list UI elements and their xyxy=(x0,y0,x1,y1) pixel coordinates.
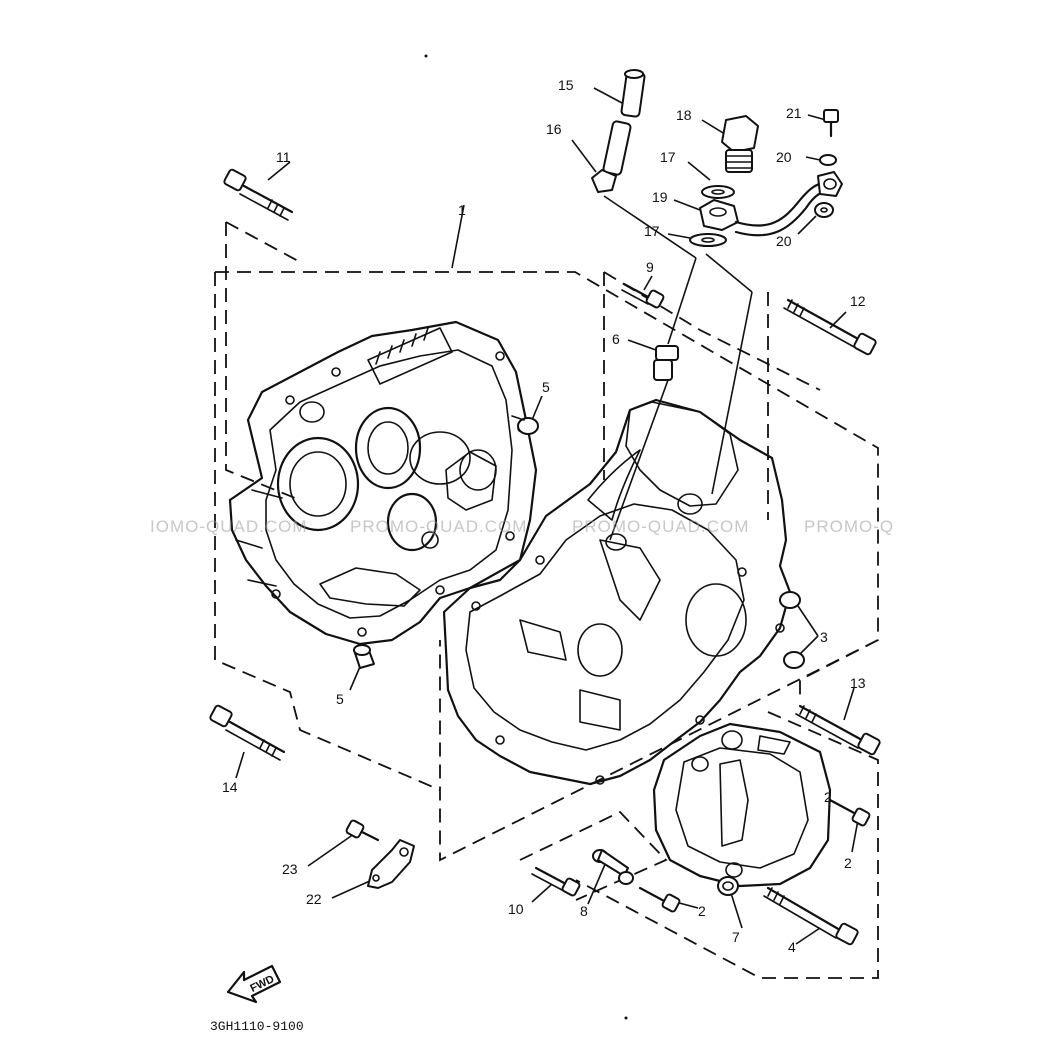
callout-9: 9 xyxy=(646,259,654,275)
bolt-2-upper xyxy=(828,798,871,827)
bolt-23 xyxy=(345,819,380,842)
dowel-5-lower xyxy=(353,644,375,669)
fitting-6 xyxy=(653,345,679,381)
bolt-9 xyxy=(621,282,665,309)
right-crankcase-half xyxy=(442,398,792,786)
callout-17b: 17 xyxy=(644,223,660,239)
pipe-16 xyxy=(591,120,632,193)
stray-dot-bottom xyxy=(624,1016,628,1020)
callout-17a: 17 xyxy=(660,149,676,165)
washer-20-lower xyxy=(814,202,834,218)
assembly-dashed-boundary xyxy=(214,221,879,979)
bolt-10 xyxy=(531,866,581,897)
bolt-2-lower xyxy=(638,886,681,913)
callout-20b: 20 xyxy=(776,233,792,249)
callout-16: 16 xyxy=(546,121,562,137)
dowel-3 xyxy=(779,591,805,669)
callout-2b: 2 xyxy=(698,903,706,919)
union-bolt-18 xyxy=(721,115,759,173)
dowel-7 xyxy=(717,876,739,896)
callout-15: 15 xyxy=(558,77,574,93)
callout-4: 4 xyxy=(788,939,796,955)
watermark: IOMO-QUAD.COM PROMO-QUAD.COM PROMO-QUAD.… xyxy=(150,517,894,536)
callout-7: 7 xyxy=(732,929,740,945)
callout-23: 23 xyxy=(282,861,298,877)
sleeve-15 xyxy=(620,69,646,118)
left-crankcase-half xyxy=(228,320,538,646)
stray-dot-top xyxy=(424,54,428,58)
crankcase-cover xyxy=(652,722,832,888)
callout-2c: 2 xyxy=(824,789,832,805)
callout-13: 13 xyxy=(850,675,866,691)
callout-14: 14 xyxy=(222,779,238,795)
callout-8: 8 xyxy=(580,903,588,919)
callout-18: 18 xyxy=(676,107,692,123)
pin-8 xyxy=(592,849,634,885)
bolt-14 xyxy=(209,704,286,761)
leader-lines xyxy=(235,87,859,945)
bolt-11 xyxy=(223,168,294,221)
gasket-17-lower xyxy=(689,233,727,247)
callout-20a: 20 xyxy=(776,149,792,165)
bolt-13 xyxy=(795,704,881,756)
fwd-arrow-icon: FWD xyxy=(226,964,282,1004)
bolt-4 xyxy=(763,886,859,946)
watermark-text-2: PROMO-QUAD.COM xyxy=(350,517,527,536)
watermark-text-3: PROMO-QUAD.COM xyxy=(572,517,749,536)
callout-11: 11 xyxy=(276,149,291,165)
callout-5a: 5 xyxy=(542,379,550,395)
bolt-21 xyxy=(823,109,839,138)
callout-10: 10 xyxy=(508,901,524,917)
callout-labels: 1 2 2 2 3 4 5 5 6 7 8 9 10 11 12 13 14 1… xyxy=(222,77,866,955)
watermark-text-1: IOMO-QUAD.COM xyxy=(150,517,308,536)
union-19 xyxy=(699,199,739,231)
callout-5b: 5 xyxy=(336,691,344,707)
bracket-22 xyxy=(367,839,415,889)
callout-12: 12 xyxy=(850,293,866,309)
part-code: 3GH1110-9100 xyxy=(210,1019,304,1034)
bolt-12 xyxy=(783,298,877,356)
callout-21: 21 xyxy=(786,105,802,121)
oil-pipe xyxy=(734,171,843,237)
washer-20-upper xyxy=(819,154,837,166)
callout-3: 3 xyxy=(820,629,828,645)
dowel-5-upper xyxy=(511,415,539,435)
callout-19: 19 xyxy=(652,189,668,205)
callout-2a: 2 xyxy=(844,855,852,871)
callout-22: 22 xyxy=(306,891,322,907)
gasket-17-upper xyxy=(701,185,735,199)
watermark-text-4: PROMO-Q xyxy=(804,517,894,536)
callout-1: 1 xyxy=(458,202,466,218)
callout-6: 6 xyxy=(612,331,620,347)
